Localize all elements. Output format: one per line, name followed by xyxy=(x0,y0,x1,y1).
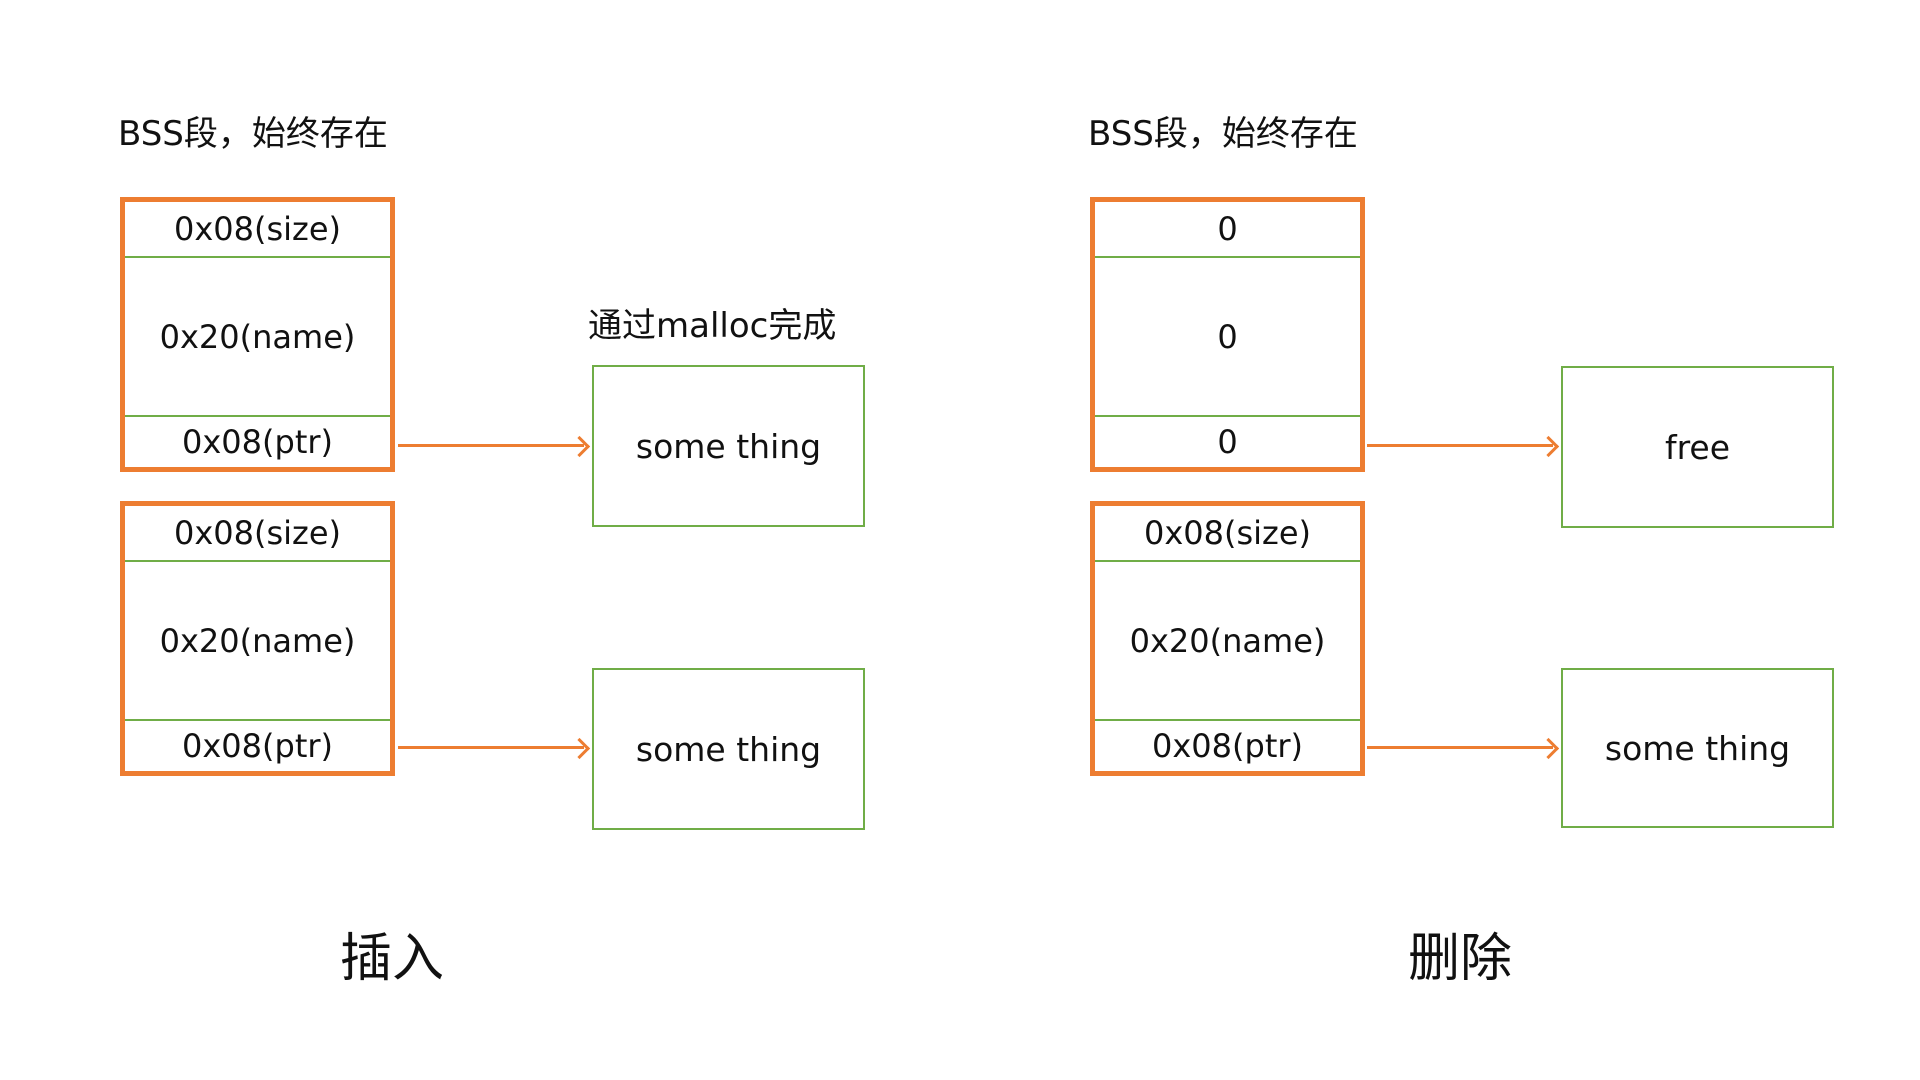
struct-cell-size: 0x08(size) xyxy=(125,202,390,258)
insert-bss-segment-label: BSS段，始终存在 xyxy=(118,114,388,154)
delete-struct-box-2: 0x08(size) 0x20(name) 0x08(ptr) xyxy=(1090,501,1365,776)
delete-struct-box-1: 0 0 0 xyxy=(1090,197,1365,472)
struct-cell-name: 0 xyxy=(1095,258,1360,417)
struct-cell-ptr: 0x08(ptr) xyxy=(182,727,333,765)
struct-cell-ptr: 0x08(ptr) xyxy=(182,423,333,461)
insert-heap-box-2: some thing xyxy=(592,668,865,830)
insert-struct-box-2: 0x08(size) 0x20(name) 0x08(ptr) xyxy=(120,501,395,776)
ptr-arrow-icon xyxy=(1367,444,1553,447)
delete-heap-box-free: free xyxy=(1561,366,1834,528)
struct-cell-ptr: 0x08(ptr) xyxy=(1152,727,1303,765)
malloc-annotation: 通过malloc完成 xyxy=(588,306,837,346)
insert-heap-box-1: some thing xyxy=(592,365,865,527)
ptr-arrow-icon xyxy=(398,444,584,447)
struct-cell-ptr: 0 xyxy=(1217,423,1238,461)
ptr-arrow-icon xyxy=(1367,746,1553,749)
insert-caption: 插入 xyxy=(339,929,444,989)
struct-cell-size: 0x08(size) xyxy=(125,506,390,562)
delete-bss-segment-label: BSS段，始终存在 xyxy=(1088,114,1358,154)
struct-cell-name: 0x20(name) xyxy=(125,258,390,417)
delete-caption: 删除 xyxy=(1407,929,1512,989)
struct-cell-name: 0x20(name) xyxy=(1095,562,1360,721)
struct-cell-size: 0 xyxy=(1095,202,1360,258)
insert-struct-box-1: 0x08(size) 0x20(name) 0x08(ptr) xyxy=(120,197,395,472)
struct-cell-name: 0x20(name) xyxy=(125,562,390,721)
ptr-arrow-icon xyxy=(398,746,584,749)
struct-cell-size: 0x08(size) xyxy=(1095,506,1360,562)
delete-heap-box-2: some thing xyxy=(1561,668,1834,828)
